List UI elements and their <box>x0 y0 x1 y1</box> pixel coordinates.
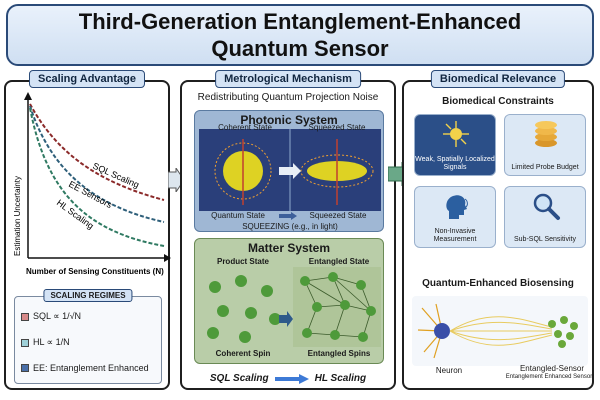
card-limited-probe-label: Limited Probe Budget <box>511 164 579 171</box>
page-title: Third-Generation Entanglement-Enhanced Q… <box>78 9 522 61</box>
x-axis-arrowhead <box>164 254 171 262</box>
spin <box>245 307 257 319</box>
scaling-panel-tab: Scaling Advantage <box>28 70 146 88</box>
card-limited-probe: Limited Probe Budget <box>504 114 586 176</box>
biosensing-illustration <box>412 296 588 366</box>
matter-title: Matter System <box>247 241 331 255</box>
scaling-regimes-legend: SCALING REGIMES SQL ∝ 1/√N HL ∝ 1/N EE: … <box>14 289 162 384</box>
sql-curve-label: SQL Scaling <box>91 161 140 190</box>
spin <box>358 332 368 342</box>
photonic-system-box: Photonic System Coherent State Squeezed … <box>194 110 384 232</box>
spin <box>302 328 312 338</box>
spin <box>261 285 273 297</box>
legend-heading: SCALING REGIMES <box>43 289 133 302</box>
flow-arrow-icon <box>274 373 309 384</box>
card-non-invasive: Non-Invasive Measurement <box>414 186 496 248</box>
entangled-spins <box>300 272 376 342</box>
spin <box>217 305 229 317</box>
hl-curve-label: HL Scaling <box>55 198 96 231</box>
legend-row-hl: HL ∝ 1/N <box>21 337 70 348</box>
legend-hl-text: HL ∝ 1/N <box>33 337 70 347</box>
spin <box>207 327 219 339</box>
matter-system-box: Matter System Product State Entangled St… <box>194 238 384 364</box>
sensor-spins <box>548 316 578 348</box>
spin <box>269 313 281 325</box>
card-sub-sql: Sub-SQL Sensitivity <box>504 186 586 248</box>
coherent-state-label: Coherent State <box>218 123 272 132</box>
y-axis-label: Estimation Uncertainty <box>13 176 22 256</box>
spin <box>209 281 221 293</box>
sql-curve <box>29 103 165 201</box>
photonic-transform-arrow <box>279 163 301 179</box>
flow-hl-label: HL Scaling <box>314 373 367 384</box>
mechanism-panel: Metrological Mechanism Redistributing Qu… <box>180 70 396 390</box>
matter-illustration <box>207 267 381 347</box>
product-spins <box>207 275 281 343</box>
legend-swatch-hl <box>21 338 29 347</box>
card-weak-signals-label: Weak, Spatially Localized Signals <box>415 156 495 171</box>
hl-curve <box>29 107 165 247</box>
sensor-sublabel: Entanglement Enhanced Sensor <box>505 374 593 380</box>
quantum-state-label: Quantum State <box>211 211 265 220</box>
biomedical-panel: Biomedical Relevance Biomedical Constrai… <box>402 70 594 390</box>
entangled-state-label: Entangled State <box>308 257 370 266</box>
flow-sql-label: SQL Scaling <box>209 373 269 384</box>
squeezing-caption: SQUEEZING (e.g., in light) <box>242 222 338 231</box>
squeezed-state-bottom-label: Squeezed State <box>309 211 367 220</box>
spin <box>235 275 247 287</box>
spin <box>239 331 251 343</box>
mechanism-subtitle: Redistributing Quantum Projection Noise <box>197 92 379 103</box>
legend-sql-text: SQL ∝ 1/√N <box>33 311 82 321</box>
legend-row-sql: SQL ∝ 1/√N <box>21 311 81 322</box>
product-state-label: Product State <box>216 257 269 266</box>
card-non-invasive-label: Non-Invasive Measurement <box>433 228 477 243</box>
scaling-panel: Scaling Advantage SQL Scaling EE Sensors… <box>4 70 171 390</box>
spin <box>328 272 338 282</box>
neuron-label: Neuron <box>435 366 463 375</box>
title-banner: Third-Generation Entanglement-Enhanced Q… <box>6 4 594 66</box>
legend-ee-text: EE: Entanglement Enhanced <box>33 363 149 373</box>
x-axis-label: Number of Sensing Constituents (N) <box>26 267 164 276</box>
ee-curve <box>29 105 165 223</box>
coherent-state-ring <box>214 142 272 200</box>
legend-row-ee: EE: Entanglement Enhanced <box>21 363 149 373</box>
biosensing-title: Quantum-Enhanced Biosensing <box>422 278 574 289</box>
photonic-illustration <box>199 129 381 221</box>
coherent-spin-label: Coherent Spin <box>215 349 271 358</box>
squeezed-state-label: Squeezed State <box>308 123 366 132</box>
scaling-flow: SQL Scaling HL Scaling <box>182 373 394 384</box>
photonic-title: Photonic System <box>240 113 338 127</box>
spin <box>300 276 310 286</box>
spin <box>356 280 366 290</box>
spin <box>366 306 376 316</box>
signal-beams <box>449 316 553 346</box>
y-axis-arrowhead <box>24 92 32 100</box>
matter-transform-arrow <box>279 311 293 327</box>
biomedical-panel-tab: Biomedical Relevance <box>430 70 566 88</box>
x-axis-label-text: Number of Sensing Constituents (N) <box>26 267 164 276</box>
card-sub-sql-label: Sub-SQL Sensitivity <box>514 236 576 243</box>
mechanism-panel-tab: Metrological Mechanism <box>215 70 361 88</box>
spin <box>312 302 322 312</box>
spin <box>340 300 350 310</box>
sensor-label: Entangled-Sensor <box>519 364 585 373</box>
spin <box>330 330 340 340</box>
entangled-spins-label: Entangled Spins <box>307 349 371 358</box>
neuron-soma <box>434 323 450 339</box>
photonic-bottom-arrow <box>279 212 297 220</box>
head-profile-icon <box>446 195 468 219</box>
card-weak-signals: Weak, Spatially Localized Signals <box>414 114 496 176</box>
coin-stack-icon <box>535 121 557 147</box>
magnifier-icon <box>533 193 560 220</box>
neuron-signal-icon <box>443 121 469 147</box>
legend-swatch-sql <box>21 312 29 321</box>
legend-swatch-ee <box>21 364 29 372</box>
ee-curve-label: EE Sensors <box>67 179 114 210</box>
biomedical-constraints-title: Biomedical Constraints <box>442 96 554 107</box>
scaling-plot: SQL Scaling EE Sensors HL Scaling Estima… <box>13 92 171 276</box>
